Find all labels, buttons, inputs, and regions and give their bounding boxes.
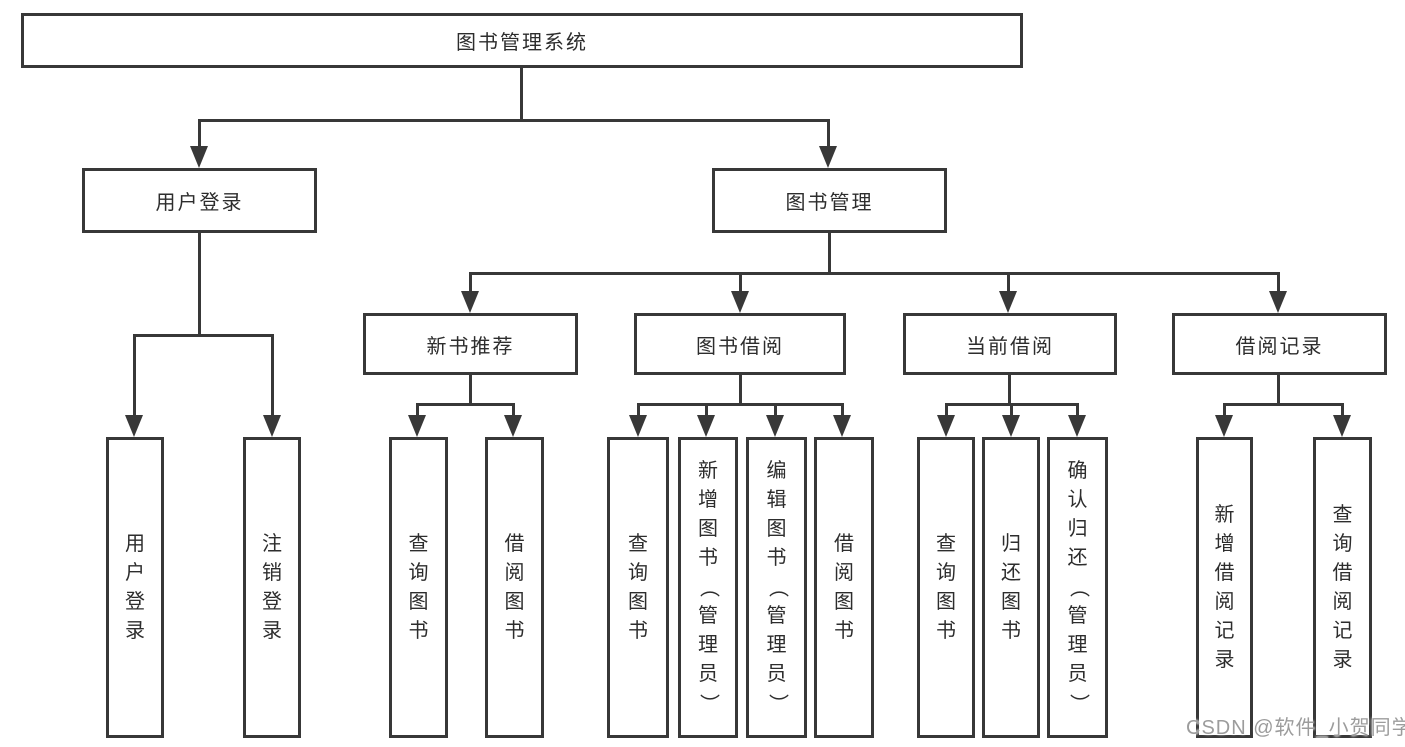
- leaf-add-book-admin: 新增图书（管理员）: [678, 437, 738, 738]
- node-user-login-label: 用户登录: [155, 192, 244, 214]
- connector-groupB-drop-2: [705, 403, 708, 417]
- connector-groupC-drop-2: [1010, 403, 1013, 417]
- connector-login-drop-1: [133, 334, 136, 417]
- arrowhead-module-2: [731, 291, 749, 313]
- node-user-login: 用户登录: [82, 168, 317, 233]
- connector-groupC-drop-3: [1076, 403, 1079, 417]
- connector-groupA-trunk: [469, 375, 472, 406]
- node-book-mgmt-label: 图书管理: [785, 192, 874, 214]
- connector-groupB-rail: [637, 403, 844, 406]
- arrowhead-groupA-1: [408, 415, 426, 437]
- leaf-query-books-a: 查询图书: [389, 437, 448, 738]
- arrowhead-login-leaf-2: [263, 415, 281, 437]
- connector-module-drop-3: [1007, 272, 1010, 292]
- connector-login-drop-2: [271, 334, 274, 417]
- leaf-query-borrow-record-label: 查询借阅记录: [1332, 503, 1353, 671]
- leaf-query-books-b: 查询图书: [607, 437, 669, 738]
- connector-level2-rail: [198, 119, 830, 122]
- connector-level3-rail: [469, 272, 1280, 275]
- leaf-edit-book-admin: 编辑图书（管理员）: [746, 437, 807, 738]
- connector-login-trunk: [198, 233, 201, 336]
- leaf-confirm-return-admin-label: 确认归还（管理员）: [1067, 460, 1089, 714]
- connector-root-trunk: [520, 68, 523, 120]
- arrowhead-groupB-4: [833, 415, 851, 437]
- leaf-return-books: 归还图书: [982, 437, 1040, 738]
- arrowhead-user-login: [190, 146, 208, 168]
- node-current-borrow: 当前借阅: [903, 313, 1117, 375]
- arrowhead-groupD-2: [1333, 415, 1351, 437]
- leaf-confirm-return-admin: 确认归还（管理员）: [1047, 437, 1108, 738]
- arrowhead-book-mgmt: [819, 146, 837, 168]
- node-root-label: 图书管理系统: [456, 32, 588, 54]
- arrowhead-groupA-2: [504, 415, 522, 437]
- node-book-borrow: 图书借阅: [634, 313, 846, 375]
- connector-groupA-drop-2: [512, 403, 515, 417]
- leaf-add-borrow-record-label: 新增借阅记录: [1214, 503, 1235, 671]
- node-current-borrow-label: 当前借阅: [966, 335, 1054, 358]
- node-borrow-record: 借阅记录: [1172, 313, 1387, 375]
- node-new-book-recommend-label: 新书推荐: [426, 335, 515, 358]
- connector-groupB-drop-3: [774, 403, 777, 417]
- connector-groupA-rail: [416, 403, 515, 406]
- csdn-watermark: CSDN @软件_小贺同学: [1186, 717, 1405, 739]
- arrowhead-module-1: [461, 291, 479, 313]
- leaf-borrow-books-b-label: 借阅图书: [834, 532, 854, 642]
- node-book-mgmt: 图书管理: [712, 168, 947, 233]
- connector-module-drop-4: [1277, 272, 1280, 292]
- node-borrow-record-label: 借阅记录: [1235, 335, 1324, 358]
- connector-groupD-drop-1: [1223, 403, 1226, 417]
- arrowhead-groupB-1: [629, 415, 647, 437]
- leaf-edit-book-admin-label: 编辑图书（管理员）: [766, 460, 788, 714]
- connector-groupC-trunk: [1008, 375, 1011, 406]
- connector-groupB-drop-4: [841, 403, 844, 417]
- leaf-logout: 注销登录: [243, 437, 301, 738]
- connector-mgmt-trunk: [828, 233, 831, 275]
- connector-groupB-drop-1: [637, 403, 640, 417]
- connector-groupA-drop-1: [416, 403, 419, 417]
- leaf-borrow-books-a-label: 借阅图书: [504, 532, 525, 642]
- leaf-query-books-a-label: 查询图书: [408, 532, 429, 642]
- node-book-borrow-label: 图书借阅: [696, 335, 784, 358]
- leaf-logout-label: 注销登录: [262, 532, 282, 642]
- connector-level2-left-drop: [198, 119, 201, 150]
- connector-groupD-rail: [1223, 403, 1344, 406]
- leaf-borrow-books-b: 借阅图书: [814, 437, 874, 738]
- arrowhead-groupD-1: [1215, 415, 1233, 437]
- arrowhead-groupB-2: [697, 415, 715, 437]
- connector-module-drop-2: [739, 272, 742, 292]
- leaf-query-books-c-label: 查询图书: [936, 532, 956, 642]
- connector-groupB-trunk: [739, 375, 742, 406]
- connector-groupC-drop-1: [945, 403, 948, 417]
- connector-groupD-drop-2: [1341, 403, 1344, 417]
- leaf-query-books-c: 查询图书: [917, 437, 975, 738]
- leaf-user-login: 用户登录: [106, 437, 164, 738]
- node-new-book-recommend: 新书推荐: [363, 313, 578, 375]
- arrowhead-groupC-3: [1068, 415, 1086, 437]
- arrowhead-groupC-2: [1002, 415, 1020, 437]
- arrowhead-login-leaf-1: [125, 415, 143, 437]
- leaf-return-books-label: 归还图书: [1001, 532, 1021, 642]
- connector-login-rail: [133, 334, 274, 337]
- node-root: 图书管理系统: [21, 13, 1023, 68]
- leaf-add-borrow-record: 新增借阅记录: [1196, 437, 1253, 738]
- arrowhead-module-3: [999, 291, 1017, 313]
- connector-level2-right-drop: [827, 119, 830, 150]
- arrowhead-groupB-3: [766, 415, 784, 437]
- leaf-add-book-admin-label: 新增图书（管理员）: [697, 460, 720, 714]
- leaf-query-books-b-label: 查询图书: [628, 532, 648, 642]
- connector-groupD-trunk: [1277, 375, 1280, 406]
- leaf-query-borrow-record: 查询借阅记录: [1313, 437, 1372, 738]
- arrowhead-groupC-1: [937, 415, 955, 437]
- connector-module-drop-1: [469, 272, 472, 292]
- arrowhead-module-4: [1269, 291, 1287, 313]
- leaf-user-login-label: 用户登录: [125, 532, 145, 642]
- leaf-borrow-books-a: 借阅图书: [485, 437, 544, 738]
